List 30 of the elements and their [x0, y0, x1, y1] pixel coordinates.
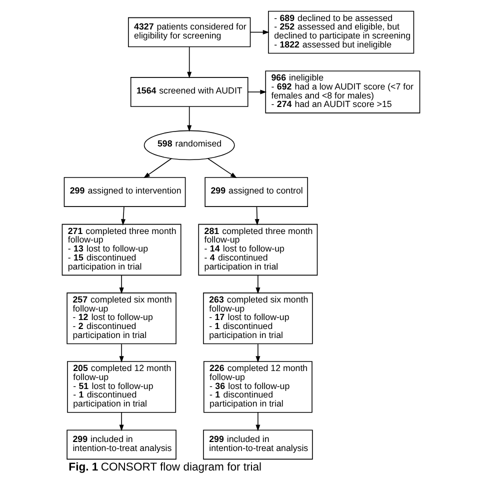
node-box: 205 completed 12 month follow-up - 51 lost to follow-up - 1 discontinued participation in trial — [66, 361, 176, 413]
node-box: 299 assigned to control — [204, 177, 308, 207]
caption: Fig. 1 CONSORT flow diagram for trial — [68, 462, 262, 474]
node-box: 271 completed three month follow-up - 13 lost to follow-up - 15 discontinued participation in trial — [61, 224, 181, 276]
node-box: 1564 screened with AUDIT — [130, 77, 248, 107]
node-box: 299 included in intention-to-treat analysis — [202, 430, 312, 460]
arrow — [255, 275, 260, 294]
arrow — [255, 344, 260, 363]
arrow — [186, 106, 192, 132]
node-box: 281 completed three month follow-up - 14 lost to follow-up - 4 discontinued participation in trial — [198, 224, 318, 276]
arrow — [250, 30, 269, 34]
arrow — [207, 158, 236, 178]
arrow — [118, 412, 124, 432]
node-ellipse: 598 randomised — [143, 130, 234, 160]
node-box: - 689 declined to be assessed - 252 assessed and eligible, but declined to participate in screening - 1822 assessed but ineligible — [268, 10, 414, 54]
node-box: 4327 patients considered for eligibility for screening — [128, 17, 250, 48]
arrow — [142, 158, 172, 178]
arrow — [118, 275, 124, 294]
node-box: 257 completed six month follow-up - 12 lost to follow-up - 2 discontinued participation in trial — [66, 292, 176, 344]
node-box: 966 ineligible - 692 had a low AUDIT score (<7 for females and <8 for males) - 274 had an AUDIT score >15 — [264, 70, 420, 114]
node-box: 299 assigned to intervention — [63, 177, 186, 207]
arrow — [120, 206, 126, 226]
arrow — [255, 412, 260, 432]
node-box: 226 completed 12 month follow-up - 36 lost to follow-up - 1 discontinued participation in trial — [202, 361, 312, 413]
node-box: 299 included in intention-to-treat analysis — [66, 430, 176, 460]
arrow — [247, 90, 266, 94]
arrow — [118, 344, 124, 363]
arrow — [186, 46, 192, 78]
arrow — [254, 206, 259, 226]
node-box: 263 completed six month follow-up - 17 lost to follow-up - 1 discontinued participation in trial — [202, 292, 312, 344]
